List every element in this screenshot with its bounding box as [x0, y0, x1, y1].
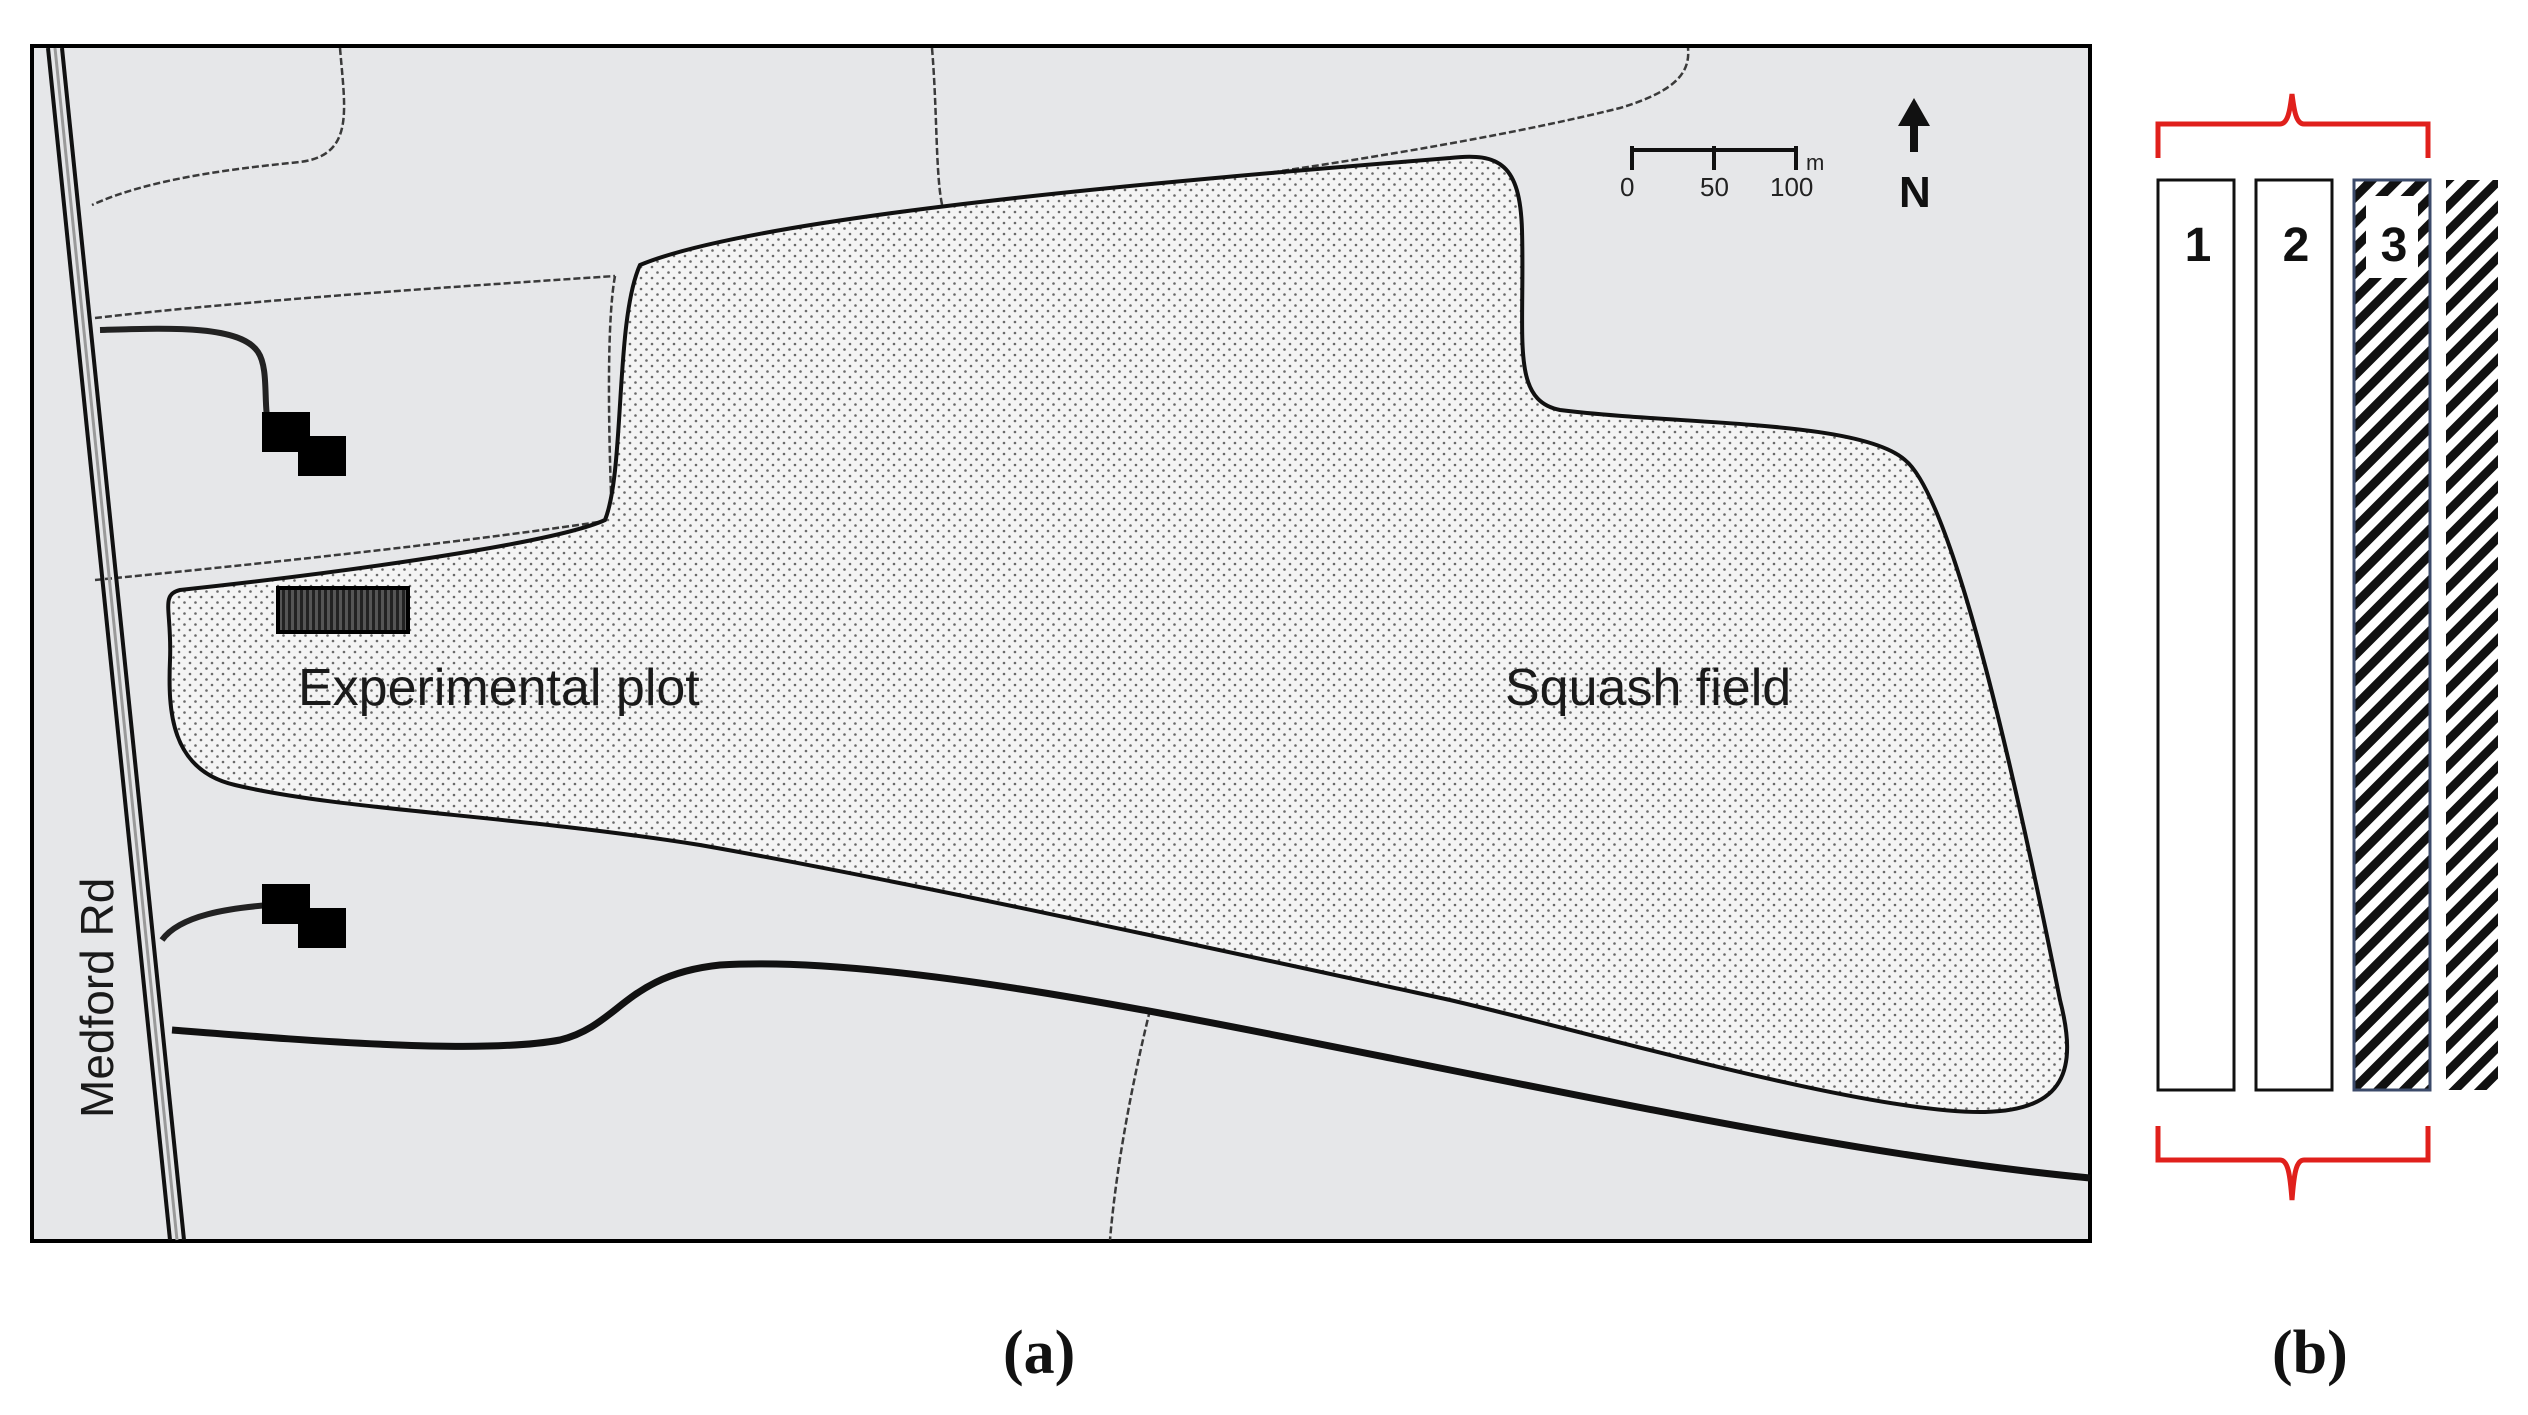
scale-tick-100: 100: [1770, 172, 1814, 202]
caption-a: (a): [1003, 1319, 1076, 1387]
medford-road: [46, 47, 186, 1241]
map-panel-a: [30, 44, 2092, 1243]
driveways: [99, 325, 273, 942]
road-label: Medford Rd: [71, 877, 123, 1118]
farm-buildings: [262, 412, 346, 948]
north-arrow-icon: [1898, 98, 1930, 152]
north-label: N: [1899, 168, 1931, 217]
top-bracket: [2155, 93, 2431, 158]
experimental-plot-marker: [276, 586, 410, 634]
squash-field-area: [166, 154, 2069, 1115]
squash-field-label: Squash field: [1505, 659, 1792, 717]
strip-panel-b: [2155, 93, 2498, 1201]
strip-3-label: 3: [2380, 219, 2408, 272]
caption-b: (b): [2272, 1319, 2348, 1387]
strip-1: [2156, 178, 2236, 1092]
strip-3: [2352, 178, 2432, 1092]
bottom-bracket: [2155, 1126, 2431, 1201]
scale-tick-0: 0: [1620, 172, 1635, 202]
strip-2: [2254, 178, 2334, 1092]
strip-3-label-box: [2366, 196, 2418, 278]
scale-bar: [1630, 146, 1798, 170]
experimental-plot-label: Experimental plot: [298, 659, 700, 717]
farm-road: [171, 960, 2091, 1182]
scale-unit: m: [1806, 150, 1825, 175]
strip-2-label: 2: [2282, 219, 2310, 272]
scale-tick-50: 50: [1700, 172, 1729, 202]
strip-1-label: 1: [2184, 219, 2212, 272]
adjacent-hatched-strip: [2446, 180, 2498, 1090]
